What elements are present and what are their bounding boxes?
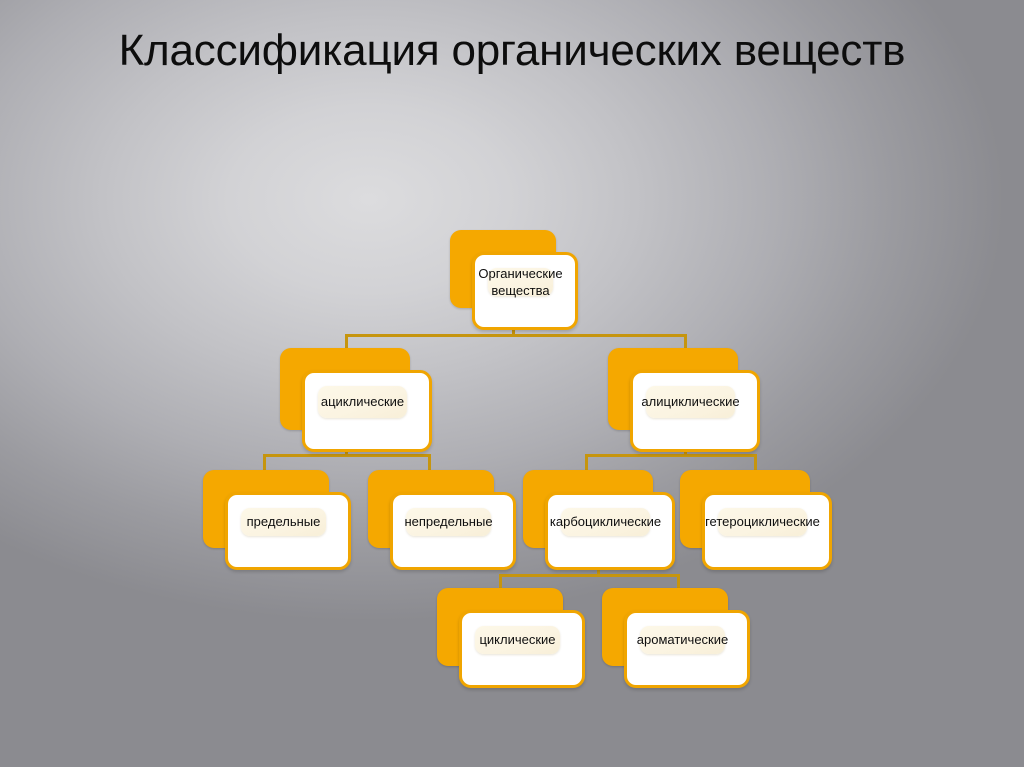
- node-front-plate: карбоциклические: [545, 492, 675, 570]
- diagram-node-unsaturated[interactable]: непредельные: [368, 470, 516, 570]
- node-label: ароматические: [636, 632, 729, 648]
- diagram-node-cyclic[interactable]: циклические: [437, 588, 585, 688]
- node-front-plate: непредельные: [390, 492, 516, 570]
- node-label: алициклические: [641, 394, 740, 410]
- node-label: ациклические: [320, 394, 405, 410]
- node-panel: непредельные: [404, 508, 493, 536]
- node-label: Органические вещества: [478, 265, 563, 298]
- node-label: непредельные: [404, 514, 493, 530]
- node-label: карбоциклические: [549, 514, 662, 530]
- node-panel: ациклические: [318, 386, 407, 418]
- diagram-node-carbocyclic[interactable]: карбоциклические: [523, 470, 675, 570]
- node-panel: циклические: [475, 626, 560, 654]
- node-panel: гетероциклические: [705, 508, 820, 536]
- node-front-plate: алициклические: [630, 370, 760, 452]
- diagram-node-alicyclic[interactable]: алициклические: [608, 348, 760, 452]
- node-front-plate: ациклические: [302, 370, 432, 452]
- node-panel: карбоциклические: [550, 508, 661, 536]
- connector-c1-bar: [345, 334, 687, 337]
- diagram-node-acyclic[interactable]: ациклические: [280, 348, 432, 452]
- node-label: предельные: [246, 514, 321, 530]
- connector-c3-bar: [585, 454, 757, 457]
- diagram-node-heterocyclic[interactable]: гетероциклические: [680, 470, 832, 570]
- node-front-plate: предельные: [225, 492, 351, 570]
- node-panel: ароматические: [636, 626, 729, 654]
- diagram-node-saturated[interactable]: предельные: [203, 470, 351, 570]
- connector-c4-bar: [499, 574, 680, 577]
- node-panel: Органические вещества: [478, 266, 562, 298]
- node-label: циклические: [479, 632, 556, 648]
- page-title: Классификация органических веществ: [118, 26, 906, 75]
- connector-c2-bar: [263, 454, 431, 457]
- node-front-plate: ароматические: [624, 610, 750, 688]
- diagram-node-aromatic[interactable]: ароматические: [602, 588, 750, 688]
- node-front-plate: Органические вещества: [472, 252, 578, 330]
- node-panel: алициклические: [641, 386, 740, 418]
- node-label: гетероциклические: [705, 514, 820, 530]
- node-front-plate: гетероциклические: [702, 492, 832, 570]
- node-panel: предельные: [241, 508, 326, 536]
- node-front-plate: циклические: [459, 610, 585, 688]
- diagram-node-root[interactable]: Органические вещества: [450, 230, 578, 330]
